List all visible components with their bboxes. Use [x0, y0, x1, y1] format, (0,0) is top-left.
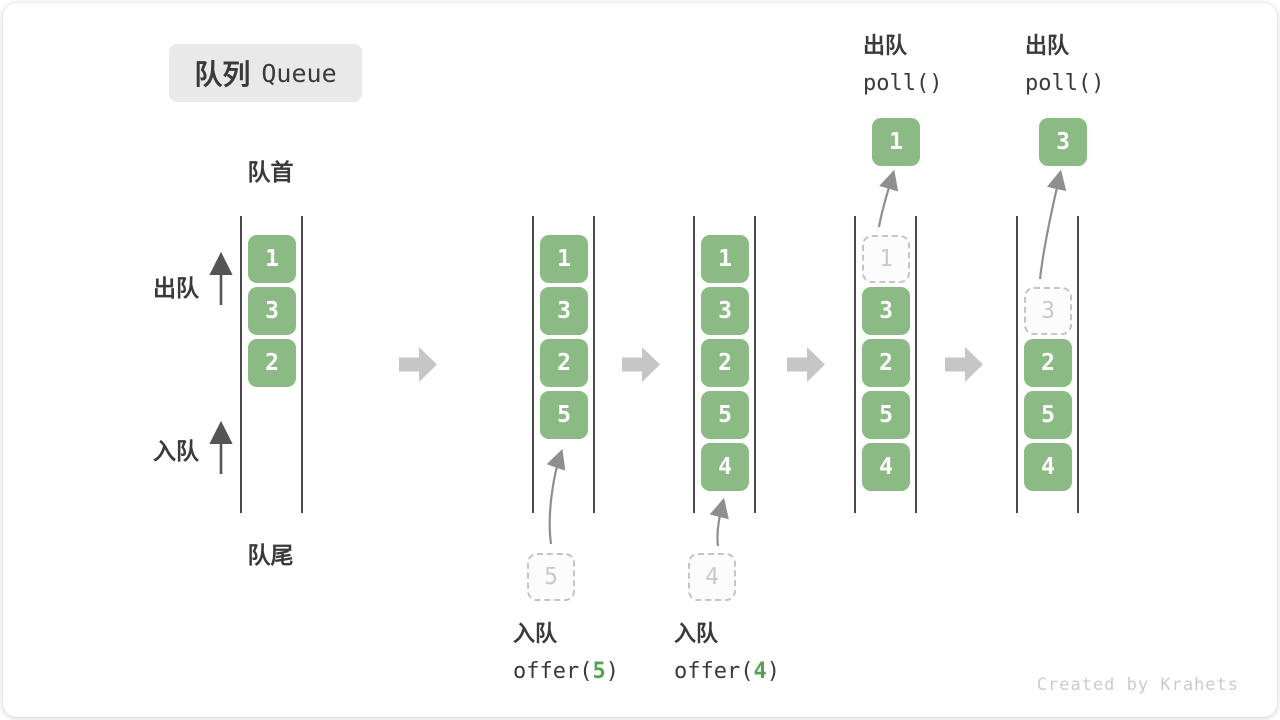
flow-arrows — [546, 169, 1067, 547]
queue-item: 1 — [540, 235, 588, 283]
queue-item: 5 — [862, 391, 910, 439]
title-en: Queue — [261, 58, 337, 88]
transition-arrow-icon — [399, 347, 437, 382]
queue-item: 4 — [701, 443, 749, 491]
arrows-overlay — [209, 169, 1067, 547]
queue-container-line — [1077, 216, 1079, 513]
transition-arrow-icon — [787, 347, 825, 382]
transition-arrow-icon — [945, 347, 983, 382]
queue-container-line — [693, 216, 695, 513]
dequeue-arrow-1 — [877, 169, 899, 228]
dequeue-side-label: 出队 — [153, 275, 199, 301]
watermark: Created by Krahets — [1036, 675, 1239, 695]
title-zh: 队列 — [194, 59, 251, 90]
enqueue-arrow-4 — [709, 497, 729, 547]
queue-item: 3 — [701, 287, 749, 335]
title-badge: 队列 Queue — [169, 44, 362, 102]
queue-container-line — [1016, 216, 1018, 513]
op-label-cjk: 出队 — [1025, 33, 1070, 58]
queue-item: 1 — [701, 235, 749, 283]
queue-item: 3 — [540, 287, 588, 335]
queue-item: 4 — [1024, 443, 1072, 491]
op-label-code: poll() — [863, 71, 943, 96]
queue-front-label: 队首 — [247, 159, 294, 185]
incoming-item: 4 — [688, 553, 736, 601]
queue-item: 2 — [701, 339, 749, 387]
op-label-cjk: 入队 — [674, 621, 719, 646]
dequeue-op-label: 出队 poll() — [863, 28, 942, 96]
diagram-card: 队列 Queue 队首 队尾 出队 入队 — [3, 3, 1277, 717]
enqueue-arrow-5 — [546, 448, 566, 545]
queue-item: 2 — [862, 339, 910, 387]
incoming-item: 5 — [527, 553, 575, 601]
queue-container-line — [532, 216, 534, 513]
enqueue-side-label: 入队 — [153, 438, 199, 464]
enqueue-op-label: 入队 offer(4) — [674, 616, 780, 684]
queue-item: 3 — [862, 287, 910, 335]
queue-item: 5 — [701, 391, 749, 439]
op-label-code: offer(4) — [674, 659, 780, 684]
enqueue-op-label: 入队 offer(5) — [513, 616, 619, 684]
transition-arrow-icon — [622, 347, 660, 382]
dequeued-item: 1 — [872, 118, 920, 166]
op-label-cjk: 出队 — [863, 33, 908, 58]
op-label-code: poll() — [1025, 71, 1105, 96]
queue-rear-label: 队尾 — [247, 542, 294, 568]
queue-container-line — [593, 216, 595, 513]
dequeue-op-label: 出队 poll() — [1025, 28, 1104, 96]
queue-container-line — [240, 216, 242, 513]
dequeued-item: 3 — [1039, 118, 1087, 166]
op-label-code: offer(5) — [513, 659, 619, 684]
dequeue-arrow-3 — [1038, 169, 1067, 280]
op-label-cjk: 入队 — [513, 621, 558, 646]
op-arg-value: 4 — [753, 659, 767, 684]
queue-item: 5 — [540, 391, 588, 439]
op-arg-value: 5 — [592, 659, 606, 684]
queue-item: 2 — [248, 339, 296, 387]
queue-item-removed: 3 — [1024, 287, 1072, 335]
queue-container-line — [854, 216, 856, 513]
queue-item: 5 — [1024, 391, 1072, 439]
queue-item: 1 — [248, 235, 296, 283]
queue-item: 2 — [540, 339, 588, 387]
queue-container-line — [915, 216, 917, 513]
queue-item: 2 — [1024, 339, 1072, 387]
queue-item: 3 — [248, 287, 296, 335]
queue-container-line — [754, 216, 756, 513]
queue-item-removed: 1 — [862, 235, 910, 283]
queue-item: 4 — [862, 443, 910, 491]
queue-container-line — [301, 216, 303, 513]
